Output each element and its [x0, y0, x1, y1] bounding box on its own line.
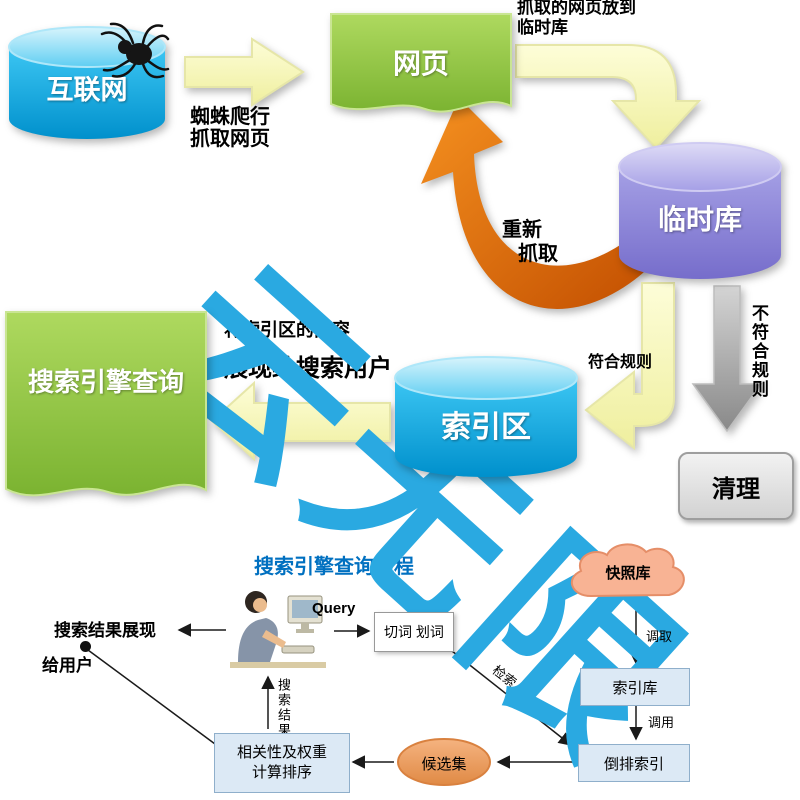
- webpage-doc-label: 网页: [392, 48, 449, 79]
- rule-fail-label: 不符合规则: [749, 304, 768, 399]
- arrow-webpage-to-tempdb: [515, 44, 702, 150]
- query-label: Query: [312, 600, 356, 617]
- spider-note: 蜘蛛爬行 抓取网页: [190, 106, 270, 150]
- spider-note-line2: 抓取网页: [190, 128, 270, 150]
- result-label: 搜索结果: [276, 678, 291, 738]
- store-note-line2: 临时库: [517, 18, 568, 37]
- ranking-box-line1: 相关性及权重: [236, 744, 327, 761]
- spider-icon: [100, 22, 170, 79]
- tempdb-cylinder-label: 临时库: [657, 204, 742, 235]
- internet-cylinder: [8, 26, 166, 139]
- snapshot-cloud-label: 快照库: [605, 565, 651, 582]
- arrow-segment-to-inverted: [451, 650, 573, 746]
- arrow-tempdb-to-index: [584, 282, 675, 451]
- inverted-index-box: 倒排索引: [578, 744, 690, 782]
- display-note-line1: 将索引区的内容: [224, 320, 350, 340]
- display-note-line2: 展现给搜索用户: [224, 355, 392, 382]
- query-doc-label: 搜索引擎查询: [27, 367, 184, 397]
- arrow-internet-to-webpage: [184, 37, 305, 107]
- tempdb-cylinder: [618, 142, 782, 279]
- query-doc: [5, 311, 207, 497]
- display-note: 将索引区的内容 展现给搜索用户: [224, 316, 392, 383]
- spider-note-line1: 蜘蛛爬行: [190, 106, 270, 128]
- index-cylinder: [394, 356, 578, 477]
- bottom-heading: 搜索引擎查询流程: [254, 556, 414, 578]
- candidate-label: 候选集: [421, 756, 467, 773]
- rule-pass-label: 符合规则: [588, 354, 653, 371]
- fetch-label: 调取: [646, 629, 673, 644]
- result-display-line1: 搜索结果展现: [54, 621, 156, 640]
- segment-box: 切词 划词: [374, 612, 454, 652]
- store-note-line1: 抓取的网页放到: [517, 0, 636, 17]
- clean-box: 清理: [678, 452, 794, 520]
- recrawl-note-line1: 重新: [502, 219, 542, 241]
- ranking-box-line2: 计算排序: [251, 764, 312, 781]
- annotation-line: [87, 649, 216, 745]
- user-computer-clipart: [230, 591, 326, 668]
- ranking-box: 相关性及权重 计算排序: [214, 733, 350, 793]
- recrawl-note-line2: 抓取: [518, 243, 558, 265]
- index-cylinder-label: 索引区: [441, 411, 531, 444]
- index-lib-box: 索引库: [580, 668, 690, 706]
- arrow-tempdb-to-clean: [691, 285, 763, 433]
- result-display-line2: 给用户: [42, 656, 93, 675]
- candidate-ellipse: [397, 738, 491, 786]
- webpage-doc: [330, 13, 512, 113]
- arrow-recrawl-orange: [421, 98, 655, 309]
- annotation-dot: [80, 641, 91, 652]
- internet-cylinder-label: 互联网: [46, 75, 128, 105]
- recrawl-note: 重新 抓取: [502, 218, 558, 266]
- invoke-label: 调用: [648, 715, 675, 730]
- snapshot-cloud: [570, 543, 685, 598]
- store-note: 抓取的网页放到 临时库: [517, 0, 636, 38]
